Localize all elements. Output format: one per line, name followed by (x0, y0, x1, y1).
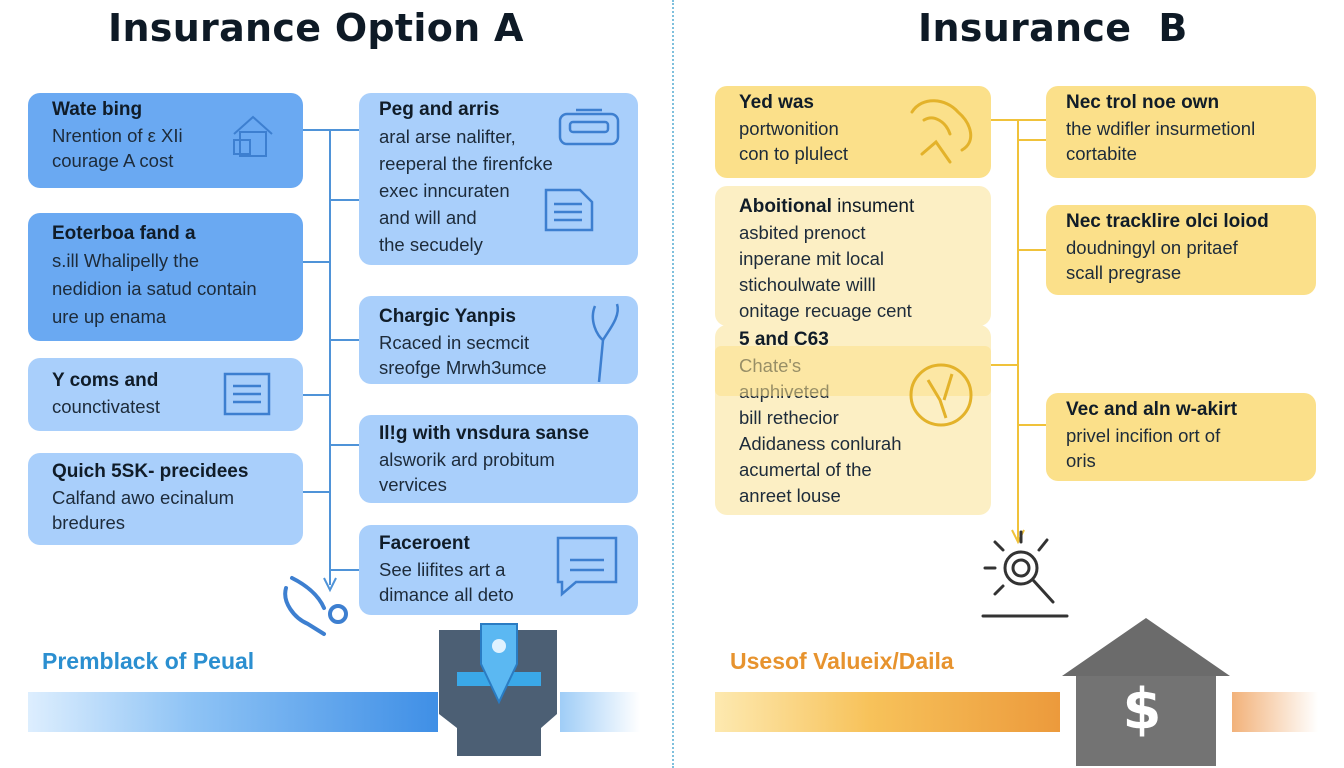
list-icon (223, 372, 271, 416)
card-text: doudningyl on pritaef scall pregrase (1066, 237, 1238, 283)
card-text: Nrention of ε XIi courage A cost (52, 125, 183, 171)
card-heading: Eoterboa fand a (52, 223, 196, 244)
card-text: alsworik ard probitum vervices (379, 449, 555, 495)
card-text: privel incifion ort of oris (1066, 425, 1221, 471)
pen-device-icon (439, 623, 557, 756)
document-icon (544, 188, 594, 232)
option-b-card-4[interactable]: Nec trol noe own the wdifler insurmetion… (1046, 86, 1316, 178)
card-heading: Faceroent (379, 533, 470, 554)
option-b-gradient-bar (715, 692, 1060, 732)
card-heading: Y coms and (52, 370, 159, 391)
card-text: See liifites art a dimance all deto (379, 559, 514, 605)
option-b-card-1[interactable]: Yed was portwonition con to plulect (715, 86, 991, 178)
center-divider (672, 0, 674, 768)
card-text: the wdifler insurmetionl cortabite (1066, 118, 1256, 164)
card-heading: Nec tracklire olci loiod (1066, 211, 1269, 232)
option-a-card-6[interactable]: Chargic Yanpis Rcaced in secmcit sreofge… (359, 296, 638, 384)
card-heading: Quich 5SK- precidees (52, 461, 249, 482)
chat-icon (556, 536, 618, 597)
card-heading: Aboitional (739, 196, 832, 217)
house-icon (233, 115, 273, 157)
option-a-card-7[interactable]: Il!g with vnsdura sanse alsworik ard pro… (359, 415, 638, 503)
option-b-card-3[interactable]: 5 and C63 Chate's auphiveted bill rethec… (715, 325, 991, 515)
right-connector-lines (990, 119, 1046, 545)
card-text: portwonition con to plulect (739, 118, 849, 164)
hand-gesture-icon (910, 99, 973, 164)
card-heading: Wate bing (52, 99, 143, 120)
card-text: asbited prenoct inperane mit local stich… (739, 222, 912, 321)
magnifier-gear-icon (981, 530, 1069, 618)
card-text: Rcaced in secmcit sreofge Mrwh3umce (379, 332, 547, 378)
option-a-card-2[interactable]: Eoterboa fand a s.ill Whalipelly the ned… (28, 213, 303, 341)
option-b-footer-label: Usesof Valueix/Daila (730, 648, 954, 674)
option-a-gradient-bar (28, 692, 438, 732)
card-text: s.ill Whalipelly the nedidion ia satud c… (52, 250, 257, 327)
dollar-house-icon: $ (1062, 618, 1230, 766)
card-heading: 5 and C63 (739, 329, 829, 350)
option-b-title: Insurance B (918, 6, 1188, 50)
card-heading: Nec trol noe own (1066, 92, 1220, 113)
option-b-card-5[interactable]: Nec tracklire olci loiod doudningyl on p… (1046, 205, 1316, 295)
pin-icon (591, 303, 620, 383)
card-heading: Peg and arris (379, 99, 500, 120)
card-heading: Il!g with vnsdura sanse (379, 423, 590, 444)
card-heading: Yed was (739, 92, 814, 113)
option-a-footer-label: Premblack of Peual (42, 648, 255, 674)
card-heading-rest: insument (831, 196, 915, 217)
option-b-card-3-band (715, 346, 991, 396)
card-text: aral arse nalifter, reeperal the firenfc… (379, 126, 553, 255)
bus-icon (558, 108, 620, 146)
left-connector-lines (302, 129, 360, 593)
option-a-card-1[interactable]: Wate bing Nrention of ε XIi courage A co… (28, 93, 303, 188)
option-a-gradient-bar-tail (560, 692, 640, 732)
option-b-card-2[interactable]: Aboitional insument asbited prenoct inpe… (715, 186, 991, 326)
card-text: Calfand awo ecinalum bredures (52, 487, 235, 533)
compass-icon (909, 363, 973, 427)
svg-text:$: $ (1123, 677, 1162, 742)
card-text: counctivatest (52, 396, 160, 417)
option-b-card-6[interactable]: Vec and aln w-akirt privel incifion ort … (1046, 393, 1316, 481)
card-heading: Chargic Yanpis (379, 306, 516, 327)
card-heading: Vec and aln w-akirt (1066, 399, 1238, 420)
hand-coin-icon (283, 576, 348, 636)
option-b-gradient-bar-tail (1232, 692, 1318, 732)
option-a-title: Insurance Option A (108, 6, 524, 50)
option-a-card-4[interactable]: Quich 5SK- precidees Calfand awo ecinalu… (28, 453, 303, 545)
option-a-card-5[interactable]: Peg and arris aral arse nalifter, reeper… (359, 93, 638, 265)
